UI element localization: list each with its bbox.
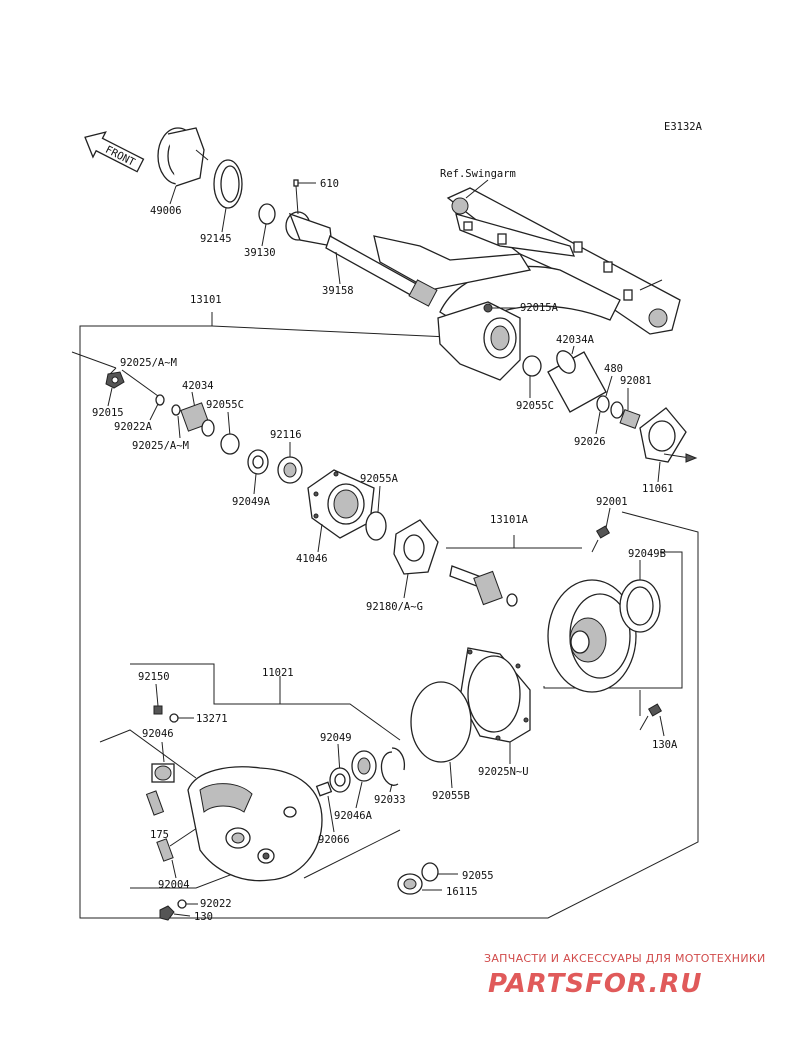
label-13101: 13101 [190,294,222,306]
part-13101A-pinion [449,565,518,607]
part-92055B-oring [410,681,472,763]
label-92145: 92145 [200,233,232,245]
part-92081-spring [610,401,641,429]
part-92046A-bearing [351,750,377,782]
label-92116: 92116 [270,429,302,441]
label-92049B: 92049B [628,548,666,560]
diagram-code: E3132A [664,121,703,133]
label-92081: 92081 [620,375,652,387]
final-gear-case-front [437,301,521,381]
part-175-stud [145,790,165,816]
assembly-13101A-frame [446,535,683,689]
part-92150-bolt [153,705,163,715]
part-92025NU-gasket [459,647,531,743]
label-42034A: 42034A [556,334,595,346]
label-92033: 92033 [374,794,406,806]
label-92015: 92015 [92,407,124,419]
part-49006-boot [157,127,209,187]
part-92145-band [213,159,243,209]
label-49006: 49006 [150,205,182,217]
label-92046: 92046 [142,728,174,740]
label-42034: 42034 [182,380,214,392]
part-92046-bearing [151,763,175,783]
part-13101A-ring-gear [547,579,637,693]
label-13271: 13271 [196,713,228,725]
label-175: 175 [150,829,169,841]
label-92001: 92001 [596,496,628,508]
label-92066: 92066 [318,834,350,846]
label-92025-A-M-1: 92025/A~M [120,357,177,369]
part-92055A-oring [365,511,387,541]
part-39158-driveshaft [285,211,438,307]
label-92055A: 92055A [360,473,399,485]
part-480-washer [596,395,610,413]
label-92046A: 92046A [334,810,373,822]
part-92025-shim [171,404,181,416]
label-92025-A-M-2: 92025/A~M [132,440,189,452]
label-92026: 92026 [574,436,606,448]
part-92049-seal [329,767,351,793]
part-42034-gear [180,402,215,437]
part-92066-pin [315,781,333,797]
part-92055C-oring-right [522,355,542,377]
label-13101A: 13101A [490,514,529,526]
label-130A: 130A [652,739,678,751]
label-130: 130 [194,911,213,923]
part-92049A-seal [247,449,269,475]
ref-swingarm-label: Ref.Swingarm [440,168,516,180]
part-39130-ring [258,203,276,225]
part-13271-washer [169,713,179,723]
part-11021-gear-case [187,766,323,882]
watermark-logo: PARTSFOR.RU [488,969,702,999]
part-92015-nut [105,371,125,389]
label-92022: 92022 [200,898,232,910]
label-610: 610 [320,178,339,190]
part-92022-washer [177,899,187,909]
part-92001-bolt [591,525,611,553]
label-92055C-right: 92055C [516,400,554,412]
label-92049A: 92049A [232,496,271,508]
assembly-13101-frame [79,312,699,919]
label-92055C-left: 92055C [206,399,244,411]
label-92022A: 92022A [114,421,153,433]
watermark-tagline: ЗАПЧАСТИ И АКСЕССУАРЫ ДЛЯ МОТОТЕХНИКИ [484,952,766,965]
label-41046: 41046 [296,553,328,565]
label-39158: 39158 [322,285,354,297]
part-92015A-bolt [483,303,493,313]
label-11021: 11021 [262,667,294,679]
part-92022A-washer [155,394,165,406]
front-arrow-icon: FRONT [84,131,145,173]
label-92025N-U: 92025N~U [478,766,529,778]
label-92055B: 92055B [432,790,470,802]
part-42034A-tube [547,350,607,413]
label-92180-A-G: 92180/A~G [366,601,423,613]
part-92033-circlip [380,747,406,786]
part-130-bolt [159,905,175,921]
label-92004: 92004 [158,879,190,891]
part-92180-shim [393,519,439,575]
part-41046-housing [307,469,375,539]
label-39130: 39130 [244,247,276,259]
label-92049: 92049 [320,732,352,744]
part-92049B-seal [619,579,661,633]
part-92116-bearing [277,456,303,484]
part-11061-cover [639,407,698,463]
part-92055C-oring-left [220,433,240,455]
label-11061: 11061 [642,483,674,495]
part-92055-oring [421,862,439,882]
part-16115-plug [397,873,423,895]
label-16115: 16115 [446,886,478,898]
label-92150: 92150 [138,671,170,683]
label-480: 480 [604,363,623,375]
label-92055: 92055 [462,870,494,882]
part-130A-bolt [639,703,665,737]
label-92015A: 92015A [520,302,559,314]
